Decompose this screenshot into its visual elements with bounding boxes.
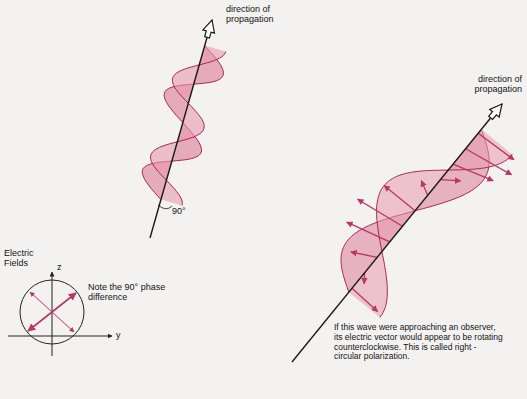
figure-label: Electric Fields [4, 248, 46, 269]
field-vector [478, 133, 514, 160]
angle-arc [158, 205, 172, 209]
note-text: Note the 90° phase difference [88, 282, 168, 303]
field-vector [453, 164, 493, 181]
axis-label: direction of propagation [446, 74, 522, 95]
axis-arrowhead [489, 104, 502, 120]
field-vector [351, 252, 377, 257]
field-vector [347, 222, 390, 242]
caption-note: If this wave were approaching an observe… [332, 322, 506, 363]
field-vector [384, 186, 415, 211]
wave-curve [151, 52, 226, 206]
axis-name: y [116, 330, 126, 340]
angle-label: 90° [172, 206, 196, 216]
field-vector [352, 288, 378, 311]
field-vector [421, 181, 427, 196]
propagation-axis [150, 20, 212, 238]
axis-arrowhead [203, 20, 215, 38]
wave-drawing [142, 20, 514, 362]
field-vector [358, 199, 403, 226]
field-vector [440, 180, 461, 181]
wave-fill [151, 46, 226, 206]
axis-name: z [57, 262, 67, 272]
axis-label: direction of propagation [226, 4, 298, 25]
wave-curve [377, 155, 513, 318]
wave-fill [349, 129, 513, 317]
